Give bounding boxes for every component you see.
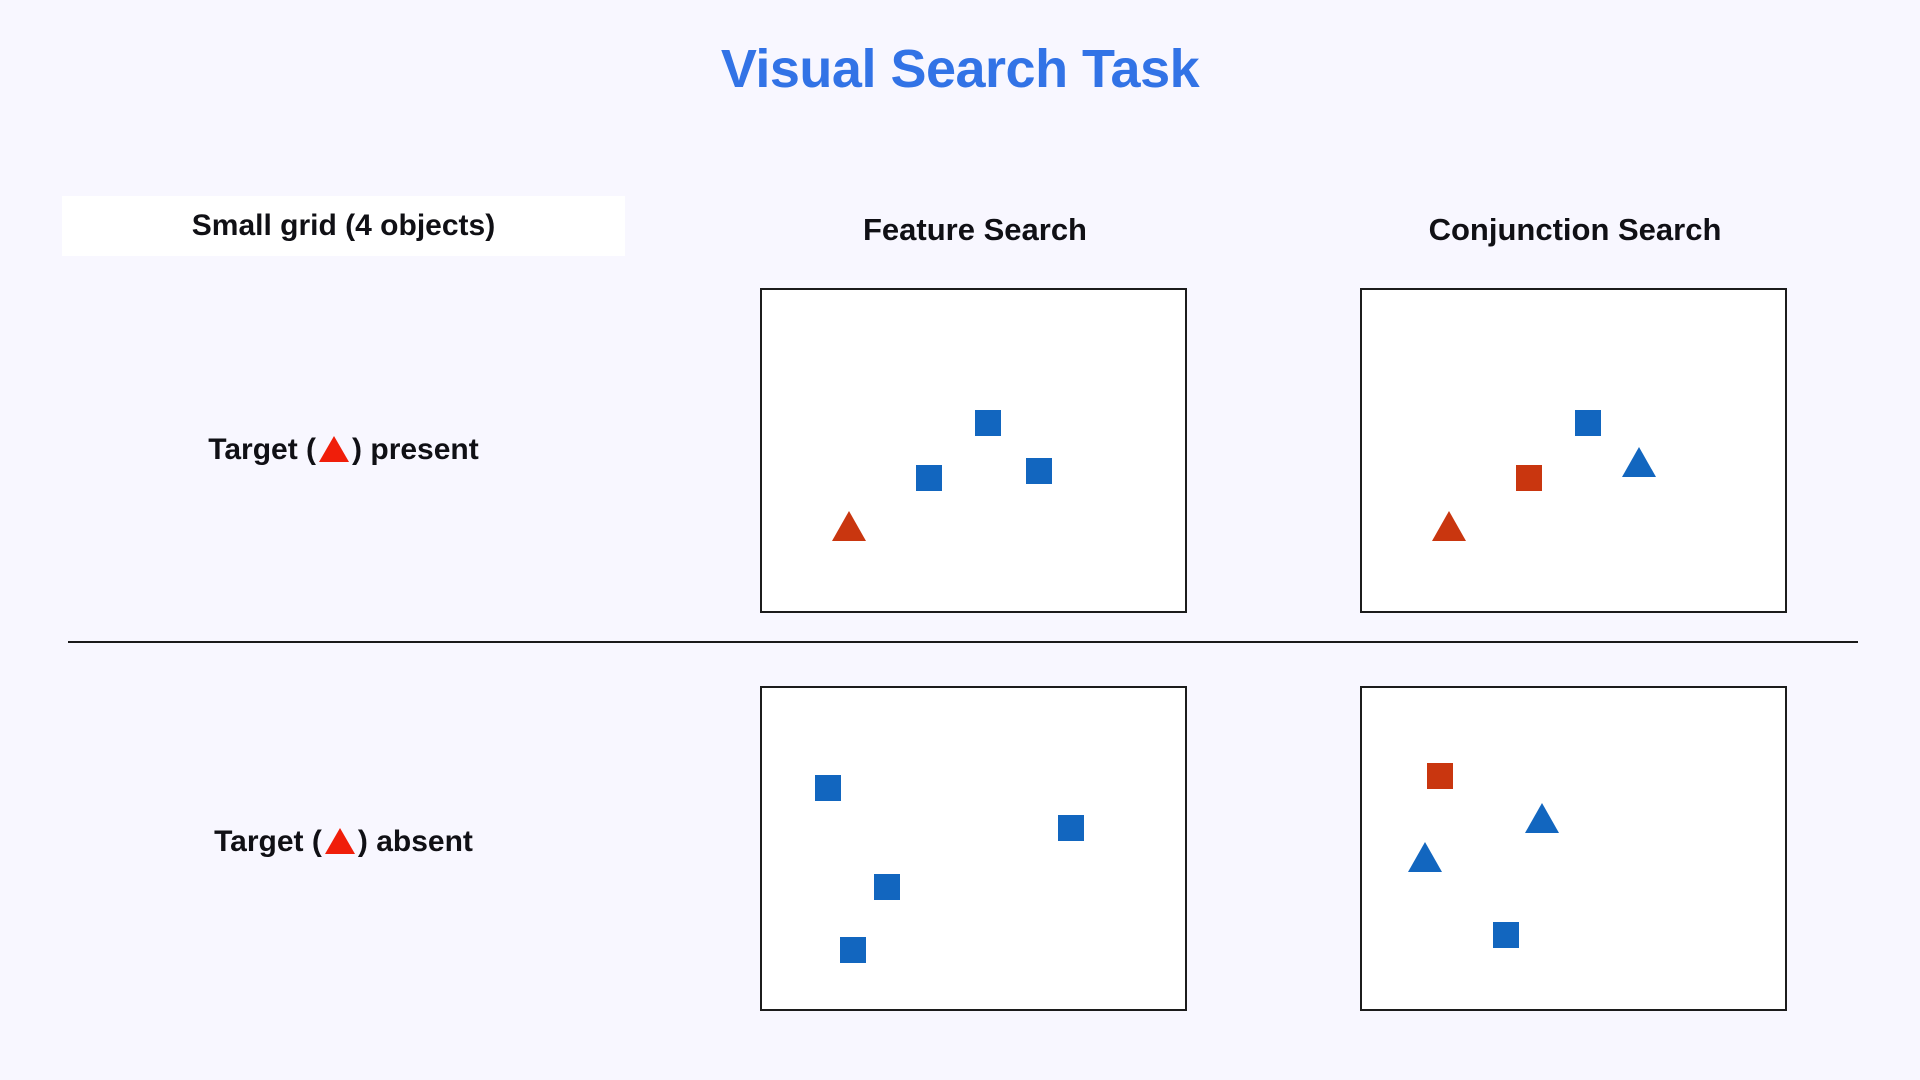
- stimulus-blue-triangle: [1524, 803, 1559, 833]
- stimulus-blue-square: [839, 936, 866, 963]
- row-divider: [68, 641, 1858, 643]
- target-triangle-icon: [319, 436, 350, 462]
- stimulus-red-triangle: [831, 510, 866, 541]
- stimulus-blue-square: [1026, 458, 1053, 485]
- stimulus-blue-square: [1492, 922, 1519, 949]
- stimulus-panel-conjunction-present: [1360, 288, 1787, 613]
- target-triangle-icon: [324, 828, 355, 854]
- row-label-absent-prefix: Target (: [214, 825, 322, 858]
- stimulus-panel-feature-absent: [760, 686, 1187, 1011]
- row-label-present-suffix: ) present: [352, 433, 479, 466]
- row-label-target-present: Target ( ) present: [62, 433, 625, 467]
- stimulus-blue-square: [1575, 410, 1602, 437]
- grid-size-caption: Small grid (4 objects): [191, 209, 496, 242]
- stimulus-blue-square: [873, 874, 900, 901]
- stimulus-blue-square: [814, 774, 841, 801]
- stimulus-panel-conjunction-absent: [1360, 686, 1787, 1011]
- row-label-target-absent: Target ( ) absent: [62, 825, 625, 859]
- stimulus-blue-triangle: [1622, 446, 1657, 477]
- column-header-conjunction-search: Conjunction Search: [1428, 212, 1722, 247]
- row-label-present-prefix: Target (: [208, 433, 317, 466]
- page-title: Visual Search Task: [720, 39, 1200, 99]
- stimulus-blue-square: [1057, 814, 1084, 841]
- stimulus-red-triangle: [1431, 510, 1466, 541]
- column-header-feature-search: Feature Search: [863, 212, 1087, 247]
- stimulus-blue-square: [975, 410, 1002, 437]
- stimulus-red-square: [1516, 464, 1543, 491]
- stimulus-blue-square: [916, 464, 943, 491]
- stimulus-panel-feature-present: [760, 288, 1187, 613]
- stimulus-red-square: [1427, 763, 1454, 790]
- stimulus-blue-triangle: [1408, 841, 1443, 872]
- grid-size-caption-band: Small grid (4 objects): [62, 196, 625, 256]
- row-label-absent-suffix: ) absent: [357, 825, 473, 858]
